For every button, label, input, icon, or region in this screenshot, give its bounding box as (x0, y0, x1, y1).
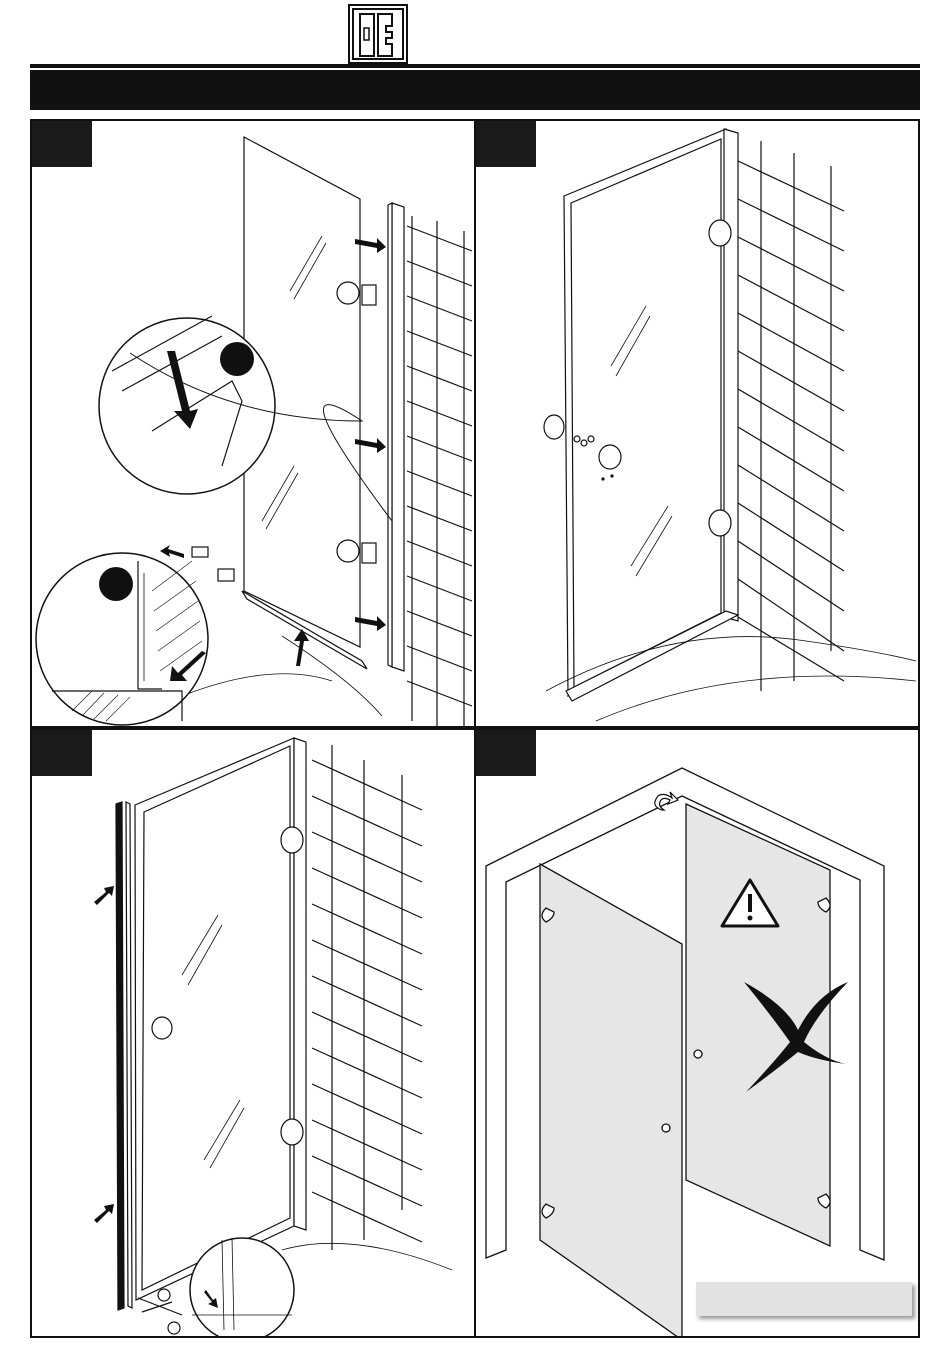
step-2-illustration (476, 121, 920, 728)
step-3-panel (30, 728, 476, 1338)
step-1-illustration (32, 121, 476, 728)
step-1-panel (30, 119, 476, 728)
header-banner (30, 70, 920, 110)
header-rule (30, 64, 920, 68)
step-3-illustration (32, 730, 476, 1338)
step-4-panel (474, 728, 920, 1338)
brand-logo-icon (348, 4, 408, 64)
label-box (696, 1282, 912, 1316)
step-2-panel (474, 119, 920, 728)
step-4-illustration (476, 730, 920, 1338)
